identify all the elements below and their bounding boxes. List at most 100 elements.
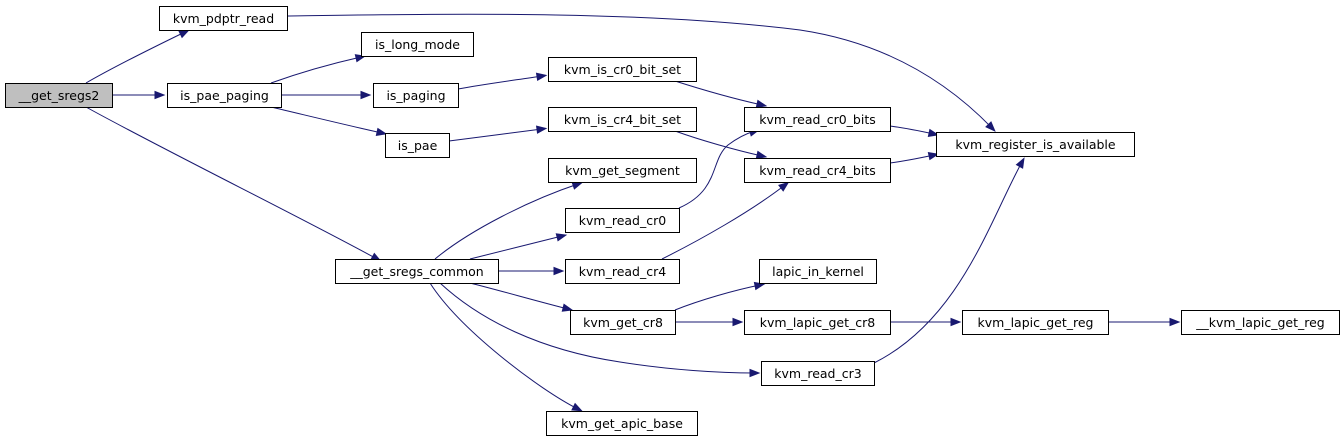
node-kvm-lapic-get-cr8[interactable]: kvm_lapic_get_cr8 bbox=[744, 310, 891, 335]
edge-line bbox=[889, 125, 935, 135]
edge-line bbox=[85, 106, 378, 260]
edge-kvm_read_cr4_bits-to-kvm_register_is_available bbox=[889, 152, 940, 164]
edge-arrowhead bbox=[535, 72, 548, 82]
node-label: lapic_in_kernel bbox=[772, 264, 864, 279]
node-is-long-mode[interactable]: is_long_mode bbox=[361, 32, 474, 57]
edge-is_pae_paging-to-is_pae bbox=[270, 106, 388, 136]
node-box bbox=[167, 83, 282, 108]
edge-get_sregs2-to-get_sregs_common bbox=[85, 106, 382, 262]
node-label: __get_sregs_common bbox=[349, 264, 483, 279]
edge-arrowhead bbox=[561, 303, 574, 312]
edge-kvm_get_cr8-to-kvm_lapic_get_cr8 bbox=[675, 317, 744, 327]
node-box bbox=[744, 158, 891, 183]
node-box bbox=[385, 133, 450, 158]
node-label: kvm_read_cr3 bbox=[774, 366, 861, 381]
node-kvm-read-cr0-bits[interactable]: kvm_read_cr0_bits bbox=[744, 107, 891, 132]
node-box bbox=[548, 107, 697, 132]
node-is-pae[interactable]: is_pae bbox=[385, 133, 450, 158]
edge-arrowhead bbox=[360, 90, 372, 100]
edge-arrowhead bbox=[755, 150, 768, 159]
node-kvm-get-apic-base[interactable]: kvm_get_apic_base bbox=[546, 411, 698, 436]
edge-kvm_lapic_get_reg-to-kvm_lapic_get_reg_inner bbox=[1108, 317, 1181, 327]
edge-get_sregs_common-to-kvm_read_cr4 bbox=[498, 266, 565, 276]
edge-line bbox=[889, 154, 935, 164]
node-kvm-read-cr3[interactable]: kvm_read_cr3 bbox=[761, 361, 875, 386]
node-kvm-read-cr4-bits[interactable]: kvm_read_cr4_bits bbox=[744, 158, 891, 183]
node-box bbox=[744, 107, 891, 132]
node-kvm-is-cr4-bit-set[interactable]: kvm_is_cr4_bit_set bbox=[548, 107, 697, 132]
node-label: kvm_is_cr4_bit_set bbox=[564, 112, 681, 127]
node-box bbox=[5, 83, 113, 108]
node-lapic-in-kernel[interactable]: lapic_in_kernel bbox=[759, 259, 877, 284]
node-label: is_long_mode bbox=[375, 37, 460, 52]
edge-arrowhead bbox=[553, 266, 565, 276]
edge-arrowhead bbox=[950, 317, 962, 327]
edge-is_pae-to-kvm_is_cr4_bit_set bbox=[448, 125, 548, 142]
edge-get_sregs_common-to-kvm_get_segment bbox=[434, 181, 584, 260]
node-kvm-read-cr4[interactable]: kvm_read_cr4 bbox=[565, 259, 680, 284]
node-label: kvm_read_cr0_bits bbox=[759, 112, 876, 127]
edge-line bbox=[674, 130, 763, 157]
edge-line bbox=[434, 183, 579, 260]
node-label: is_paging bbox=[386, 88, 445, 103]
edge-arrowhead bbox=[927, 128, 940, 137]
edge-line bbox=[678, 130, 756, 209]
node-box bbox=[759, 259, 877, 284]
node-label: kvm_get_apic_base bbox=[561, 416, 683, 431]
node-box bbox=[548, 57, 697, 82]
edge-get_sregs_common-to-kvm_get_apic_base bbox=[429, 282, 583, 412]
edge-arrowhead bbox=[778, 181, 790, 192]
node-kvm-read-cr0[interactable]: kvm_read_cr0 bbox=[565, 208, 680, 233]
node-is-pae-paging[interactable]: is_pae_paging bbox=[167, 83, 282, 108]
node-kvm-get-cr8[interactable]: kvm_get_cr8 bbox=[570, 310, 676, 335]
node-get-sregs-common[interactable]: __get_sregs_common bbox=[335, 259, 499, 284]
edge-line bbox=[873, 161, 1023, 364]
edge-arrowhead bbox=[571, 402, 583, 412]
node-label: kvm_is_cr0_bit_set bbox=[564, 62, 681, 77]
node-label: kvm_read_cr4_bits bbox=[759, 163, 876, 178]
edge-kvm_lapic_get_cr8-to-kvm_lapic_get_reg bbox=[890, 317, 962, 327]
node-box bbox=[159, 6, 288, 31]
edge-line bbox=[457, 75, 543, 90]
edge-arrowhead bbox=[927, 152, 940, 161]
node-label: kvm_get_segment bbox=[565, 163, 680, 178]
edge-line bbox=[286, 13, 993, 129]
node-box bbox=[962, 310, 1109, 335]
edge-line bbox=[270, 106, 383, 134]
edge-line bbox=[448, 128, 543, 142]
node-label: is_pae_paging bbox=[180, 88, 269, 103]
node-box bbox=[744, 310, 891, 335]
edge-kvm_read_cr3-to-kvm_register_is_available bbox=[873, 157, 1025, 364]
edge-arrowhead bbox=[555, 233, 568, 242]
edge-line bbox=[85, 31, 186, 84]
edge-get_sregs2-to-kvm_pdptr_read bbox=[85, 29, 190, 84]
edge-line bbox=[661, 184, 786, 260]
node-is-paging[interactable]: is_paging bbox=[373, 83, 459, 108]
node-kvm-is-cr0-bit-set[interactable]: kvm_is_cr0_bit_set bbox=[548, 57, 697, 82]
node-label: kvm_read_cr4 bbox=[579, 264, 666, 279]
edge-get_sregs2-to-is_pae_paging bbox=[112, 90, 166, 100]
edge-get_sregs_common-to-kvm_read_cr3 bbox=[439, 282, 761, 378]
node-kvm-pdptr-read[interactable]: kvm_pdptr_read bbox=[159, 6, 288, 31]
edge-arrowhead bbox=[535, 125, 548, 134]
edge-kvm_is_cr0_bit_set-to-kvm_read_cr0_bits bbox=[674, 80, 768, 108]
edge-get_sregs_common-to-kvm_read_cr0 bbox=[469, 233, 568, 260]
edge-kvm_pdptr_read-to-kvm_register_is_available bbox=[286, 13, 996, 132]
node-box bbox=[936, 132, 1135, 157]
edge-arrowhead bbox=[985, 121, 996, 132]
edge-line bbox=[674, 284, 761, 311]
edge-line bbox=[270, 56, 362, 84]
edge-arrowhead bbox=[154, 90, 166, 100]
node-label: kvm_read_cr0 bbox=[579, 213, 666, 228]
node-kvm-get-segment[interactable]: kvm_get_segment bbox=[548, 158, 697, 183]
node-kvm-lapic-get-reg[interactable]: kvm_lapic_get_reg bbox=[962, 310, 1109, 335]
nodes-layer: __get_sregs2kvm_pdptr_readis_pae_paging_… bbox=[5, 6, 1340, 436]
node-kvm-register-is-available[interactable]: kvm_register_is_available bbox=[936, 132, 1135, 157]
node-box bbox=[570, 310, 676, 335]
edge-get_sregs_common-to-kvm_get_cr8 bbox=[469, 282, 574, 312]
node-box bbox=[565, 208, 680, 233]
edge-arrowhead bbox=[178, 29, 190, 39]
edge-is_pae_paging-to-is_paging bbox=[281, 90, 372, 100]
node-kvm-lapic-get-reg-inner[interactable]: __kvm_lapic_get_reg bbox=[1181, 310, 1340, 335]
